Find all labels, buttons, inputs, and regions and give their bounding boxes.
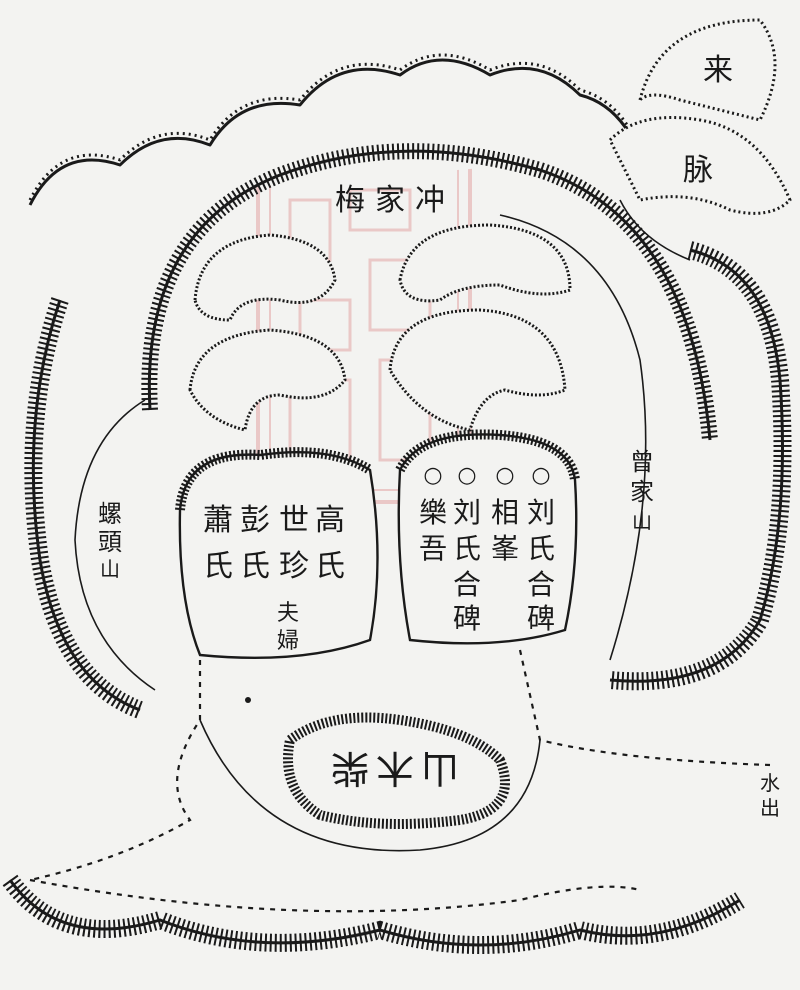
svg-text:頭: 頭 [98, 528, 122, 556]
svg-text:合: 合 [453, 568, 481, 601]
svg-text:峯: 峯 [491, 532, 519, 565]
svg-text:刘: 刘 [527, 496, 555, 529]
svg-text:○: ○ [423, 463, 442, 488]
svg-text:蕭: 蕭 [203, 503, 233, 538]
svg-text:高: 高 [315, 503, 345, 538]
right-tomb-mound [395, 429, 580, 645]
svg-text:碑: 碑 [453, 602, 481, 635]
svg-text:氏: 氏 [203, 549, 233, 584]
svg-text:合: 合 [527, 568, 555, 601]
svg-text:曾: 曾 [630, 448, 654, 476]
map-title: 梅家冲 [335, 183, 455, 218]
svg-text:○: ○ [531, 463, 550, 488]
label-zengjiashan: 曾 家 山 [630, 448, 654, 533]
label-shuichu: 水 出 [760, 771, 780, 820]
zengjiashan-ridge [499, 214, 792, 691]
outer-mountain-ridges [28, 53, 642, 206]
svg-text:山: 山 [421, 746, 459, 790]
svg-text:山: 山 [632, 509, 652, 533]
laimai-hill [608, 18, 792, 261]
svg-text:水: 水 [760, 771, 780, 795]
svg-text:氏: 氏 [315, 549, 345, 584]
right-tomb-inscription: ○ ○ ○ ○ 刘 氏 合 碑 相 峯 刘 氏 合 碑 樂 吾 [419, 463, 555, 635]
water-course [29, 649, 771, 913]
svg-text:山: 山 [100, 557, 120, 581]
label-fufu-1: 夫 [277, 601, 299, 626]
svg-text:樂: 樂 [419, 496, 447, 529]
bottom-ridge [2, 874, 745, 954]
inner-hills-right [388, 223, 572, 432]
label-an-shan: 山 木 柴 [331, 746, 459, 790]
svg-text:刘: 刘 [453, 496, 481, 529]
svg-text:氏: 氏 [240, 549, 270, 584]
meijiachong-range [141, 143, 718, 441]
svg-text:氏: 氏 [453, 532, 481, 565]
svg-text:氏: 氏 [527, 532, 555, 565]
svg-text:家: 家 [630, 478, 654, 506]
svg-text:相: 相 [491, 496, 519, 529]
svg-text:吾: 吾 [419, 532, 447, 565]
label-luotoushan: 螺 頭 山 [98, 500, 122, 581]
left-tomb-mound [175, 447, 379, 660]
svg-text:木: 木 [376, 746, 414, 790]
svg-text:柴: 柴 [331, 746, 369, 790]
svg-text:彭: 彭 [240, 503, 270, 538]
svg-text:出: 出 [760, 796, 780, 820]
svg-text:碑: 碑 [527, 602, 555, 635]
label-lai: 来 [703, 53, 733, 88]
svg-text:○: ○ [495, 463, 514, 488]
an-shan-hill [199, 712, 541, 852]
inner-hills-left [188, 233, 347, 432]
label-fufu-2: 婦 [277, 629, 299, 654]
label-mai: 脉 [683, 153, 713, 188]
svg-text:世: 世 [279, 503, 309, 538]
marker-dot [245, 697, 251, 703]
svg-text:○: ○ [457, 463, 476, 488]
left-tomb-inscription: 高 氏 世 珍 彭 氏 蕭 氏 夫 婦 [203, 503, 345, 654]
svg-text:螺: 螺 [98, 500, 122, 528]
luotoushan-ridge [24, 297, 156, 719]
svg-text:珍: 珍 [279, 549, 309, 584]
